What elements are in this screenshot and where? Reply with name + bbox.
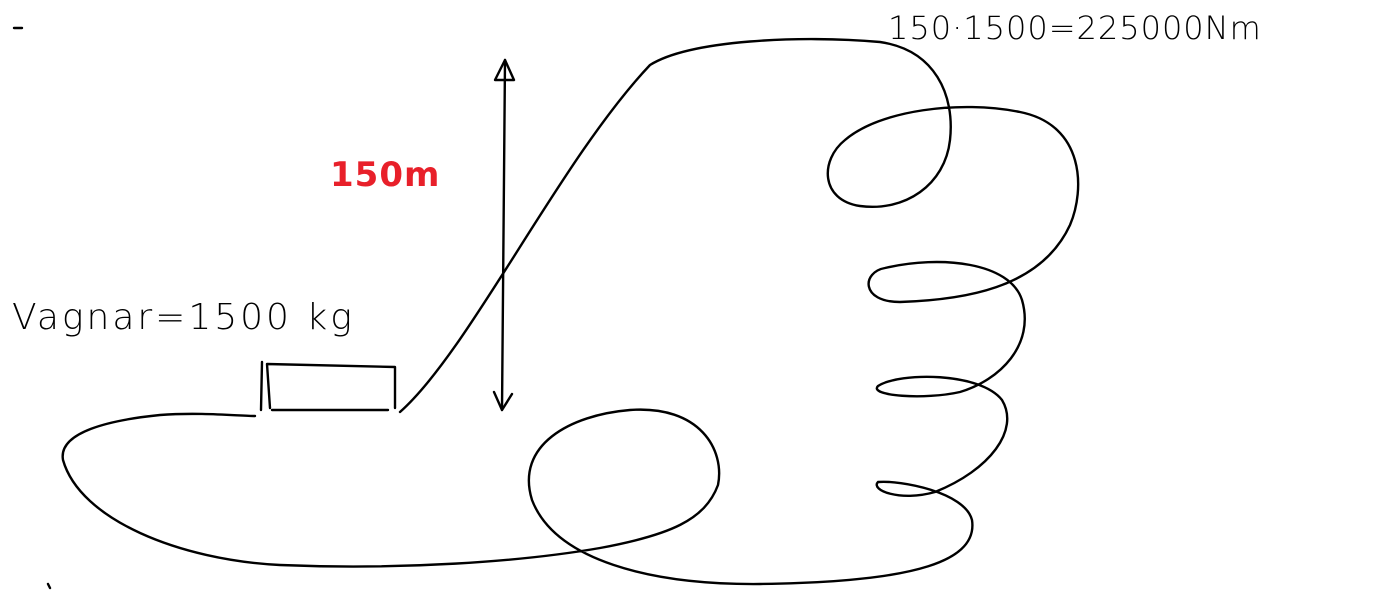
stray-mark xyxy=(46,582,52,590)
height-label: 150m xyxy=(330,155,441,195)
cart-rectangle xyxy=(265,362,397,410)
roller-coaster-track xyxy=(61,37,1080,586)
height-arrow-shaft xyxy=(500,58,507,412)
arrow-head-down xyxy=(492,390,514,412)
arrow-head-up xyxy=(493,58,516,82)
mass-label: Vagnar=1500 kg xyxy=(12,297,355,338)
double-headed-arrow xyxy=(492,58,516,412)
work-calculation-text: 150·1500=225000Nm xyxy=(888,9,1262,47)
cart-back-stroke xyxy=(259,360,264,412)
